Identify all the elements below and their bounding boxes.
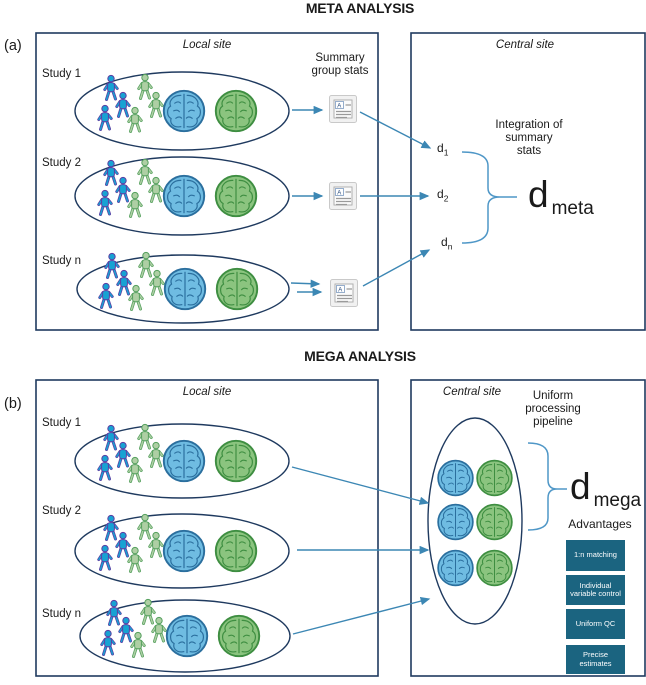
advantage-1n-matching: 1:n matching (566, 540, 625, 571)
arrow-studyn-to-central (292, 597, 431, 635)
d-mega-result: d mega (570, 466, 642, 511)
arrow-study1-to-central (291, 466, 430, 505)
dn-label: dn (441, 235, 453, 252)
brain-blue-icon (438, 504, 473, 540)
d2-label: d2 (437, 187, 449, 204)
meta-analysis-title: META ANALYSIS (305, 0, 415, 16)
local-site-box-a (35, 32, 379, 331)
brain-blue-icon (438, 550, 473, 586)
study-1-label-b: Study 1 (42, 417, 81, 429)
study-2-label-b: Study 2 (42, 505, 81, 517)
mega-analysis-title: MEGA ANALYSIS (304, 348, 416, 364)
brain-green-icon (477, 550, 512, 586)
local-site-box-b (35, 379, 379, 677)
arrow-doc1-to-d1 (359, 111, 432, 149)
central-site-label-a: Central site (495, 39, 555, 51)
advantage-precise-estimates: Precise estimates (566, 645, 625, 674)
pipeline-brace (527, 442, 558, 531)
summary-group-stats-label: Summary group stats (311, 52, 369, 77)
advantages-title: Advantages (568, 517, 632, 531)
local-site-label-b: Local site (182, 386, 232, 398)
panel-a-diagram (35, 32, 646, 331)
advantage-uniform-qc: Uniform QC (566, 609, 625, 639)
study-n-label-a: Study n (42, 255, 81, 267)
local-site-label-a: Local site (182, 39, 232, 51)
central-site-label-b: Central site (442, 386, 502, 398)
study-1-label-a: Study 1 (42, 68, 81, 80)
advantage-individual-variable-control: Individual variable control (566, 575, 625, 605)
brain-green-icon (477, 504, 512, 540)
arrow-studyn-to-doc-upper (290, 279, 321, 288)
panel-b-label: (b) (4, 396, 22, 412)
d-meta-result: d meta (528, 174, 594, 219)
brain-green-icon (477, 460, 512, 496)
uniform-pipeline-label: Uniform processing pipeline (525, 390, 581, 428)
integration-label: Integration of summary stats (495, 119, 563, 157)
study-n-label-b: Study n (42, 608, 81, 620)
summary-doc-icon (329, 182, 357, 210)
study-2-label-a: Study 2 (42, 157, 81, 169)
arrow-doc3-to-dn (362, 249, 431, 287)
integration-brace (461, 151, 501, 244)
summary-doc-icon (330, 279, 358, 307)
panel-a-label: (a) (4, 38, 22, 54)
panel-b-diagram (35, 379, 646, 677)
central-site-box-b (410, 379, 646, 677)
central-site-box-a (410, 32, 646, 331)
brain-blue-icon (438, 460, 473, 496)
summary-doc-icon (329, 95, 357, 123)
d1-label: d1 (437, 141, 449, 158)
